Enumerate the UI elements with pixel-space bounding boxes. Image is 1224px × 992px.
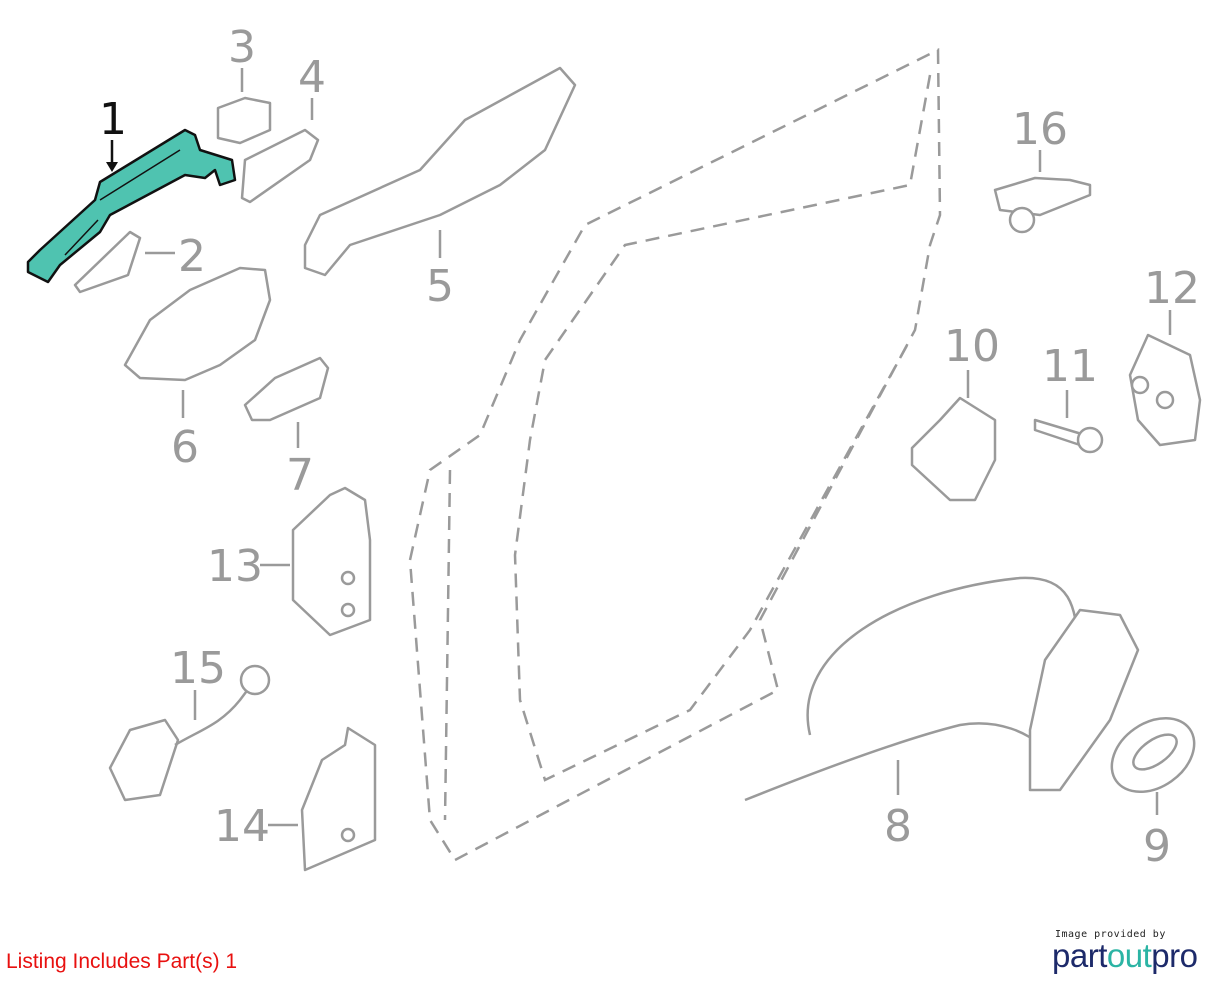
part-5-frame bbox=[303, 66, 577, 277]
part-7-cover bbox=[243, 356, 330, 422]
part-6-inside-handle bbox=[123, 266, 272, 382]
part-10-striker bbox=[910, 396, 997, 502]
part-label-14[interactable]: 14 bbox=[214, 801, 270, 852]
part-14-bracket bbox=[300, 726, 377, 872]
part-label-7[interactable]: 7 bbox=[286, 450, 314, 501]
part-1-outside-handle[interactable] bbox=[26, 128, 237, 284]
part-2-handle-cover bbox=[73, 230, 142, 294]
part-4-bezel bbox=[240, 128, 320, 204]
part-label-6[interactable]: 6 bbox=[171, 422, 199, 473]
part-15-cable bbox=[108, 664, 271, 802]
part-label-11[interactable]: 11 bbox=[1042, 341, 1098, 392]
part-8-latch-cables bbox=[744, 576, 1140, 802]
part-13-bracket bbox=[291, 486, 372, 637]
part-label-15[interactable]: 15 bbox=[170, 643, 226, 694]
part-label-8[interactable]: 8 bbox=[884, 801, 912, 852]
part-label-3[interactable]: 3 bbox=[228, 22, 256, 73]
leader-arrows bbox=[106, 68, 1172, 827]
part-label-9[interactable]: 9 bbox=[1143, 821, 1171, 872]
part-label-2[interactable]: 2 bbox=[178, 231, 206, 282]
logo-out: out bbox=[1106, 937, 1152, 974]
logo-part: part bbox=[1052, 937, 1107, 974]
part-16-switch bbox=[993, 176, 1092, 234]
part-label-16[interactable]: 16 bbox=[1012, 104, 1068, 155]
part-3-clip bbox=[216, 96, 272, 145]
part-label-5[interactable]: 5 bbox=[426, 261, 454, 312]
part-11-bolt bbox=[1033, 418, 1104, 454]
partoutpro-logo: partoutpro bbox=[1052, 937, 1198, 975]
door-outline bbox=[408, 47, 942, 862]
listing-caption: Listing Includes Part(s) 1 bbox=[6, 950, 238, 973]
image-credit: Image provided by bbox=[1055, 929, 1166, 940]
part-12-pad bbox=[1128, 333, 1202, 447]
part-label-1[interactable]: 1 bbox=[99, 94, 127, 145]
part-label-10[interactable]: 10 bbox=[944, 321, 1000, 372]
part-label-4[interactable]: 4 bbox=[298, 52, 326, 103]
logo-pro: pro bbox=[1151, 937, 1198, 974]
part-label-13[interactable]: 13 bbox=[207, 541, 263, 592]
part-9-grommet bbox=[1110, 716, 1196, 794]
part-label-12[interactable]: 12 bbox=[1144, 263, 1200, 314]
